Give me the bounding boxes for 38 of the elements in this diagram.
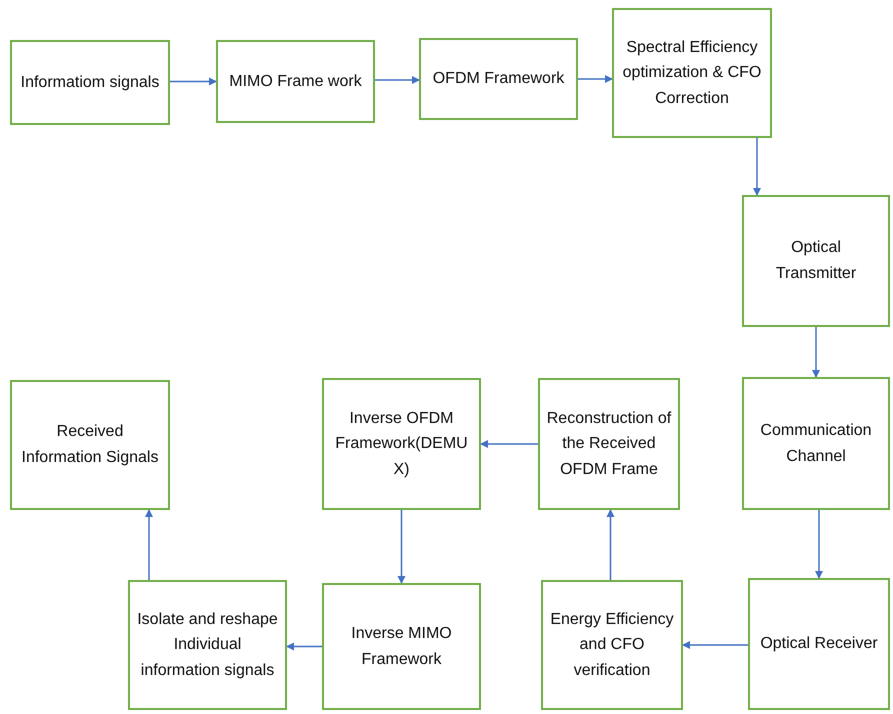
process-box	[742, 377, 890, 510]
box-label: Inverse OFDM Framework(DEMU X)	[334, 408, 469, 480]
process-box	[128, 580, 287, 710]
process-box	[748, 578, 890, 710]
arrow	[375, 76, 420, 84]
process-box	[322, 583, 481, 710]
process-box	[612, 8, 772, 138]
box-label: Energy Efficiency and CFO verification	[549, 610, 675, 681]
arrow	[606, 509, 614, 580]
box-label: Informatiom signals	[20, 72, 160, 93]
arrow	[170, 78, 217, 86]
box-label: Received Information Signals	[20, 422, 160, 468]
box-label: OFDM Framework	[432, 69, 564, 90]
process-box	[10, 380, 170, 510]
process-box	[541, 580, 683, 710]
process-box	[322, 378, 481, 510]
arrow	[815, 510, 823, 579]
process-box	[216, 40, 375, 123]
arrow	[145, 509, 153, 580]
box-label: Isolate and reshape Individual information signals	[136, 610, 279, 681]
arrow	[753, 138, 761, 196]
process-box	[419, 38, 578, 120]
box-label: Communication Channel	[759, 420, 873, 466]
process-box	[742, 195, 890, 327]
arrow	[398, 510, 406, 584]
box-label: Reconstruction of the Received OFDM Frame	[546, 408, 672, 480]
box-label: Optical Transmitter	[774, 238, 858, 284]
box-label: Optical Receiver	[760, 634, 878, 654]
arrow	[812, 327, 820, 378]
process-box	[538, 378, 680, 510]
box-label: Inverse MIMO Framework	[350, 624, 453, 670]
arrow	[480, 440, 538, 448]
box-label: MIMO Frame work	[229, 72, 362, 92]
box-label: Spectral Efficiency optimization & CFO Correction	[622, 38, 762, 109]
arrow	[286, 642, 322, 650]
arrow	[682, 641, 748, 649]
process-box	[10, 40, 170, 125]
arrow	[578, 75, 613, 83]
